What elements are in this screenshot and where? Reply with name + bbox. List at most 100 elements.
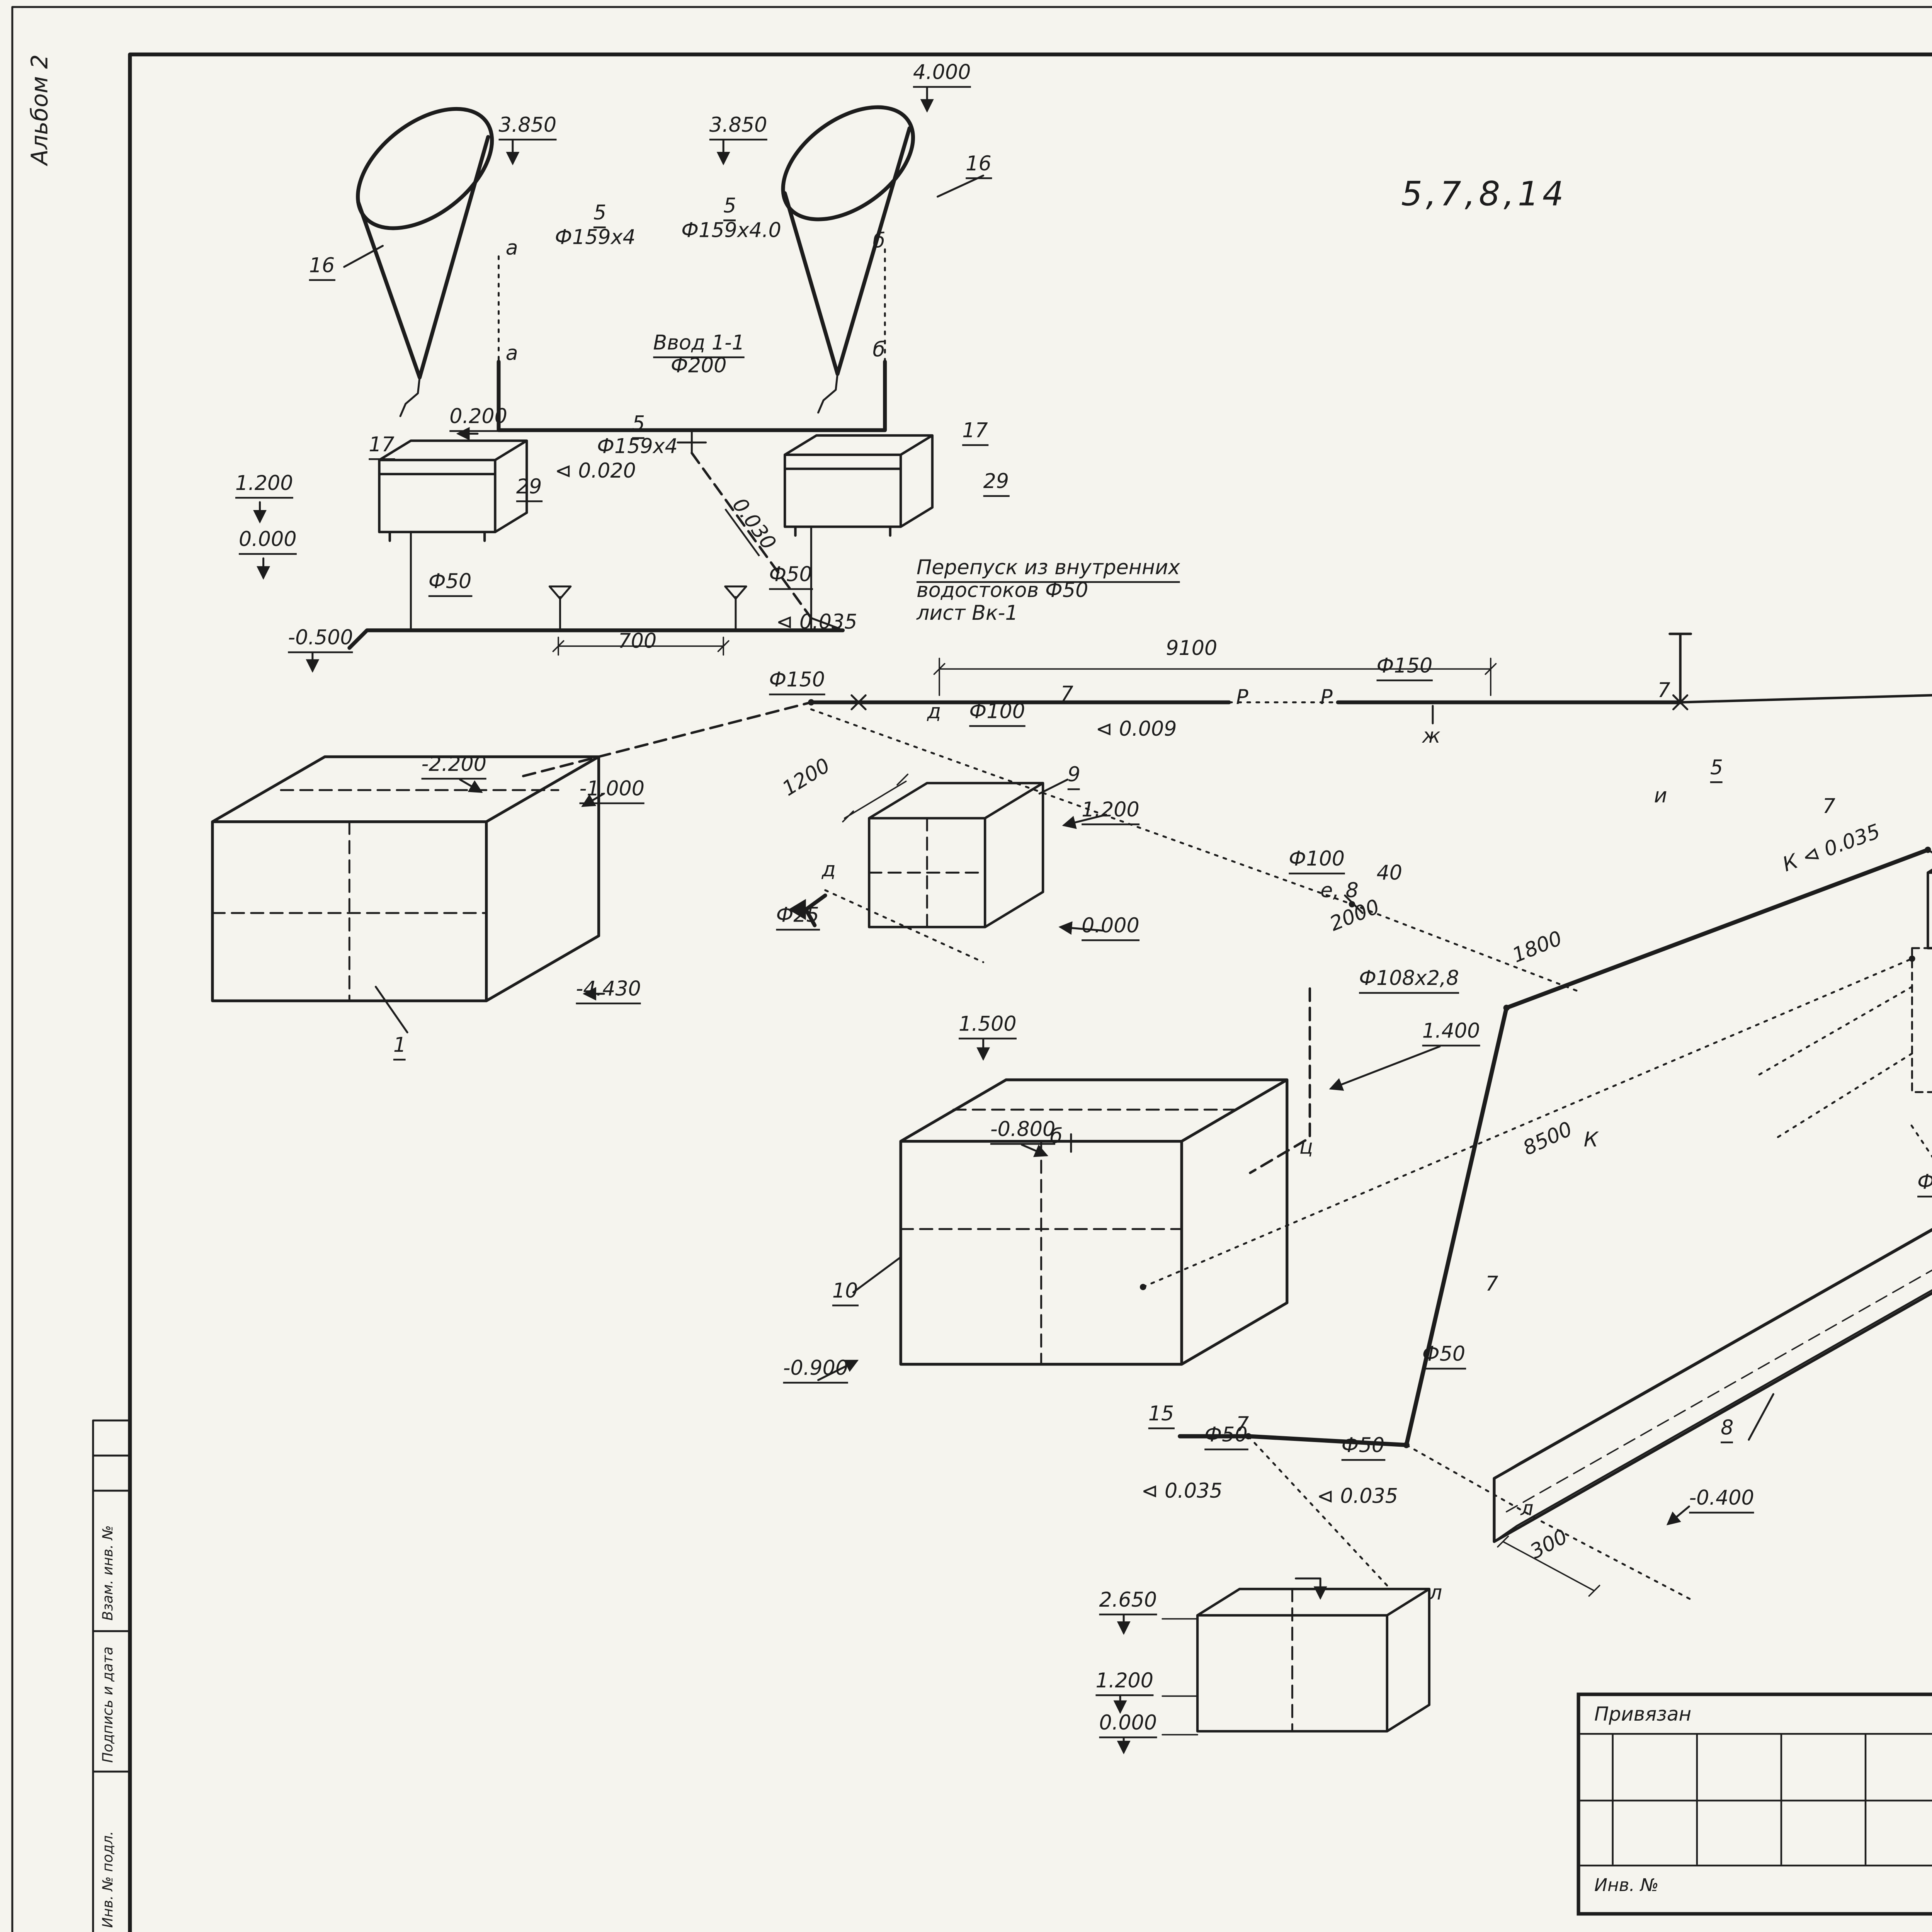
unit-box bbox=[378, 439, 528, 542]
branch-dotted bbox=[1247, 1435, 1696, 1602]
drawing-label: -0.400 bbox=[1689, 1488, 1754, 1513]
collector-pipe bbox=[347, 628, 845, 650]
cone-tank-top bbox=[356, 107, 494, 230]
branch-dotted bbox=[1142, 957, 1913, 1288]
drawing-label: -0.800 bbox=[990, 1119, 1056, 1144]
drawing-label: Ф159х4.0 bbox=[681, 218, 781, 243]
drawing-label: -0.900 bbox=[783, 1358, 849, 1383]
drawing-label: Ф108х2,8 bbox=[1359, 968, 1459, 993]
tee-mark bbox=[677, 429, 707, 454]
drawing-label: -0.500 bbox=[288, 628, 353, 653]
riser-dotted bbox=[497, 248, 886, 363]
cone-tank-body bbox=[783, 126, 912, 376]
drawing-label: 7 bbox=[1485, 1271, 1498, 1296]
drawing-label: Перепуск из внутренних bbox=[916, 558, 1180, 582]
side-stamp-cells bbox=[92, 1419, 131, 1932]
drawing-label: Ф50 bbox=[769, 565, 812, 589]
drawing-label: ц bbox=[1299, 1134, 1313, 1159]
drawing-label: 0.000 bbox=[238, 529, 297, 554]
drawing-label: 5 bbox=[723, 196, 736, 221]
drawing-label: -1.000 bbox=[579, 779, 645, 803]
drawing-label: -4.430 bbox=[576, 979, 641, 1003]
drawing-label: Р bbox=[1236, 685, 1248, 709]
drawing-label: ⊲ 0.035 bbox=[1141, 1478, 1223, 1503]
drawing-label: Ф200 bbox=[670, 353, 727, 378]
branch-dotted bbox=[810, 708, 1582, 993]
drawing-label: 3.850 bbox=[498, 115, 557, 140]
stamp-col-vzam-inv: Взам. инв. № bbox=[100, 1525, 116, 1621]
drawing-label: Ф150 bbox=[769, 670, 825, 695]
leader-line bbox=[1038, 779, 1069, 795]
drawing-label: 0.000 bbox=[1099, 1713, 1157, 1738]
drawing-label: Ф159х4 bbox=[554, 224, 636, 250]
drawing-label: Ф159х4 bbox=[597, 434, 678, 458]
systems-title: 5,7,8,14 bbox=[1401, 175, 1567, 214]
attachment-label: Привязан bbox=[1580, 1696, 1932, 1735]
tank-9-hidden-lines bbox=[868, 817, 986, 928]
inventory-label: Инв. № bbox=[1594, 1877, 1659, 1896]
dim-1200 bbox=[842, 774, 909, 823]
drawing-label: Ф25 bbox=[776, 905, 819, 930]
drawing-label: 7 bbox=[1236, 1412, 1249, 1436]
stamp-col-inv-podl: Инв. № подл. bbox=[100, 1831, 116, 1928]
outer-border bbox=[11, 6, 1932, 1932]
drawing-label: б bbox=[1050, 1124, 1063, 1148]
drawing-label: Ф50 bbox=[1422, 1344, 1466, 1369]
junction-dot bbox=[1925, 847, 1931, 853]
spout bbox=[788, 899, 806, 920]
drop-riser bbox=[1249, 987, 1311, 1174]
drawing-label: ⊲ 0.020 bbox=[554, 458, 636, 483]
drawing-label: 1 bbox=[393, 1035, 406, 1060]
elevation-arrow bbox=[459, 779, 483, 793]
drain-funnel bbox=[548, 585, 747, 631]
drawing-label: 1.200 bbox=[1082, 800, 1139, 825]
drawing-label: Ф50 bbox=[428, 571, 472, 596]
drawing-label: Ф40х2,5 bbox=[1917, 1172, 1932, 1197]
elevation-arrow bbox=[1062, 813, 1107, 829]
tank-10 bbox=[899, 1078, 1289, 1366]
drawing-label: Ф100 bbox=[1289, 849, 1345, 874]
junction-cross bbox=[850, 694, 1689, 711]
drawing-label: ж bbox=[1422, 723, 1440, 748]
drawing-label: 0.200 bbox=[449, 406, 507, 431]
unit-box bbox=[783, 434, 934, 537]
gravity-main bbox=[1178, 1005, 1509, 1447]
drawing-label: 7 bbox=[1822, 793, 1835, 818]
main-line-thin bbox=[1679, 694, 1932, 704]
gravity-main-K bbox=[1504, 847, 1930, 1010]
drawing-label: 40 bbox=[1376, 860, 1403, 885]
drawing-label: 3.850 bbox=[709, 115, 767, 140]
drawing-label: Ф100 bbox=[969, 701, 1026, 726]
drawing-label: ⊲ 0.035 bbox=[1317, 1483, 1398, 1509]
drawing-label: б bbox=[872, 228, 885, 253]
slope-pipe bbox=[690, 452, 813, 619]
drawing-label: л bbox=[1429, 1580, 1442, 1605]
pipe bbox=[810, 617, 840, 630]
level-ticks bbox=[1162, 1618, 1198, 1736]
drawing-label: 1.200 bbox=[1095, 1670, 1154, 1696]
dim-700 bbox=[552, 636, 730, 656]
drawing-label: Ф50 bbox=[1341, 1435, 1385, 1460]
drawing-label: 7 bbox=[1060, 681, 1073, 706]
junction-dot bbox=[1403, 1442, 1410, 1448]
elevation-arrow bbox=[1021, 1144, 1049, 1157]
cone-tank-top bbox=[781, 105, 915, 221]
drawing-label: Ф150 bbox=[1376, 656, 1433, 680]
drawing-label: и bbox=[1654, 783, 1667, 808]
tank-10-hidden-lines bbox=[900, 1109, 1235, 1366]
drawing-label: 9100 bbox=[1166, 635, 1218, 660]
drawing-label: Ф50 bbox=[1204, 1425, 1248, 1450]
leader-line bbox=[1748, 1393, 1774, 1441]
drawing-label: 16 bbox=[966, 153, 992, 179]
tank-1 bbox=[211, 755, 600, 1002]
drawing-label: а bbox=[505, 235, 518, 260]
junction-dot bbox=[1349, 901, 1355, 908]
leader-line bbox=[374, 986, 408, 1034]
drawing-label: К bbox=[1583, 1127, 1598, 1152]
channel-8 bbox=[1493, 1228, 1932, 1543]
inlet-to-tank1 bbox=[522, 701, 813, 777]
leader-line bbox=[343, 174, 985, 268]
